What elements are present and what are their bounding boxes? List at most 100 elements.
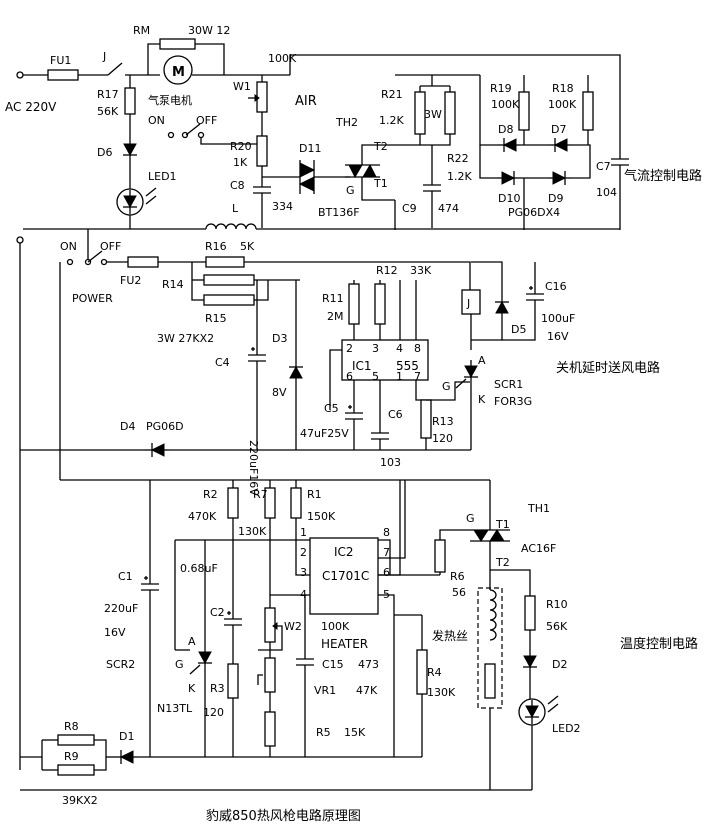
c8-value: 334 <box>272 200 293 213</box>
c8-label: C8 <box>230 179 245 192</box>
resistor-r2 <box>227 487 239 519</box>
motor-label: 气泵电机 <box>148 93 192 107</box>
resistor-r1 <box>290 487 302 519</box>
c9-value: 474 <box>438 202 459 215</box>
r22-value: 1.2K <box>447 170 472 183</box>
c5-label: C5 <box>324 402 339 415</box>
ic2-pin8: 8 <box>383 526 390 539</box>
r1-value: 150K <box>307 510 336 523</box>
r15-label: R15 <box>205 312 227 325</box>
c1-value: 220uF <box>104 602 138 615</box>
capacitor-c9 <box>422 175 442 201</box>
resistor-r5 <box>264 711 276 747</box>
heater-resistor <box>484 663 496 699</box>
th1-g-label: G <box>466 512 475 525</box>
vr1-value: 47K <box>356 684 378 697</box>
capacitor-c1 <box>140 574 160 600</box>
ic1-pin2: 2 <box>346 342 353 355</box>
resistor-r17 <box>124 87 136 115</box>
resistor-r4 <box>416 649 428 695</box>
n13tl-label: N13TL <box>157 702 193 715</box>
fuse-fu2 <box>127 256 159 268</box>
svg-text:M: M <box>172 65 185 80</box>
ic1-pin5: 5 <box>372 370 379 383</box>
r17-label: R17 <box>97 88 119 101</box>
scr1-k-label: K <box>478 393 486 406</box>
d7-label: D7 <box>551 123 566 136</box>
heater-wire-label: 发热丝 <box>432 628 468 643</box>
r13-label: R13 <box>432 415 454 428</box>
c7-label: C7 <box>596 160 611 173</box>
relay-coil-label: J <box>466 297 470 310</box>
led2-label: LED2 <box>552 722 581 735</box>
th1-t2-label: T2 <box>495 556 510 569</box>
r6-label: R6 <box>450 570 465 583</box>
d11-label: D11 <box>299 142 321 155</box>
ic1-pin4: 4 <box>396 342 403 355</box>
r8-r9-value: 39KX2 <box>62 794 98 807</box>
on1-label: ON <box>148 114 165 127</box>
resistor-r8 <box>57 734 95 746</box>
triac-th1 <box>470 529 510 542</box>
diode-d10 <box>496 170 522 186</box>
power-label: POWER <box>72 292 113 305</box>
r3-value: 120 <box>203 706 224 719</box>
resistor-r21b <box>444 91 456 135</box>
ic2-label: IC2 <box>334 545 354 559</box>
r10-label: R10 <box>546 598 568 611</box>
r10-value: 56K <box>546 620 568 633</box>
d2-label: D2 <box>552 658 567 671</box>
r1-label: R1 <box>307 488 322 501</box>
r15-value: 3W 27KX2 <box>157 332 214 345</box>
r6-value: 56 <box>452 586 466 599</box>
diac-d11 <box>298 160 316 194</box>
ac-terminal-bottom <box>16 236 24 244</box>
capacitor-c2 <box>223 609 243 635</box>
th1-t1-label: T1 <box>495 518 510 531</box>
fu2-label: FU2 <box>120 274 141 287</box>
d10-label: D10 <box>498 192 520 205</box>
resistor-r13 <box>420 399 432 439</box>
ic2-pin6: 6 <box>383 566 390 579</box>
potentiometer-vr1 <box>264 657 276 693</box>
motor-on-off-switch <box>185 123 201 136</box>
resistor-r6 <box>434 539 446 573</box>
r12-label: R12 <box>376 264 398 277</box>
capacitor-c16 <box>525 284 545 310</box>
diode-d4 <box>144 442 170 458</box>
ac16f-label: AC16F <box>521 542 556 555</box>
r20-value: 1K <box>233 156 248 169</box>
r9-label: R9 <box>64 750 79 763</box>
ac-label: AC 220V <box>5 100 57 114</box>
zener-d3 <box>288 359 304 385</box>
th2-g-label: G <box>346 184 355 197</box>
ic1-label: IC1 <box>352 359 372 373</box>
power-switch <box>87 250 103 263</box>
th2-t1-label: T1 <box>373 177 388 190</box>
c16-label: C16 <box>545 280 567 293</box>
r16-label: R16 <box>205 240 227 253</box>
pg06dx4-label: PG06DX4 <box>508 206 560 219</box>
resistor-r10 <box>524 595 536 631</box>
schematic-title: 豹威850热风枪电路原理图 <box>206 808 361 824</box>
w2-value: 100K <box>321 620 350 633</box>
ic1-pin6: 6 <box>346 370 353 383</box>
r22-label: R22 <box>447 152 469 165</box>
r18-value: 100K <box>548 98 577 111</box>
d1-label: D1 <box>119 730 134 743</box>
inductor-l <box>205 223 257 230</box>
shutdown-delay-circuit: ON OFF POWER FU2 R16 5K R14 R15 3W 27KX2… <box>19 229 660 770</box>
capacitor-c8 <box>252 177 272 203</box>
diode-d8 <box>496 137 522 153</box>
r21-value: 1.2K <box>379 114 404 127</box>
scr2-g-label: G <box>175 658 184 671</box>
r5-label: R5 <box>316 726 331 739</box>
r4-label: R4 <box>427 666 442 679</box>
capacitor-c4 <box>247 345 267 371</box>
on2-label: ON <box>60 240 77 253</box>
th2-t2-label: T2 <box>373 140 388 153</box>
r8-label: R8 <box>64 720 79 733</box>
d4-value: PG06D <box>146 420 184 433</box>
vr1-label: VR1 <box>314 684 336 697</box>
